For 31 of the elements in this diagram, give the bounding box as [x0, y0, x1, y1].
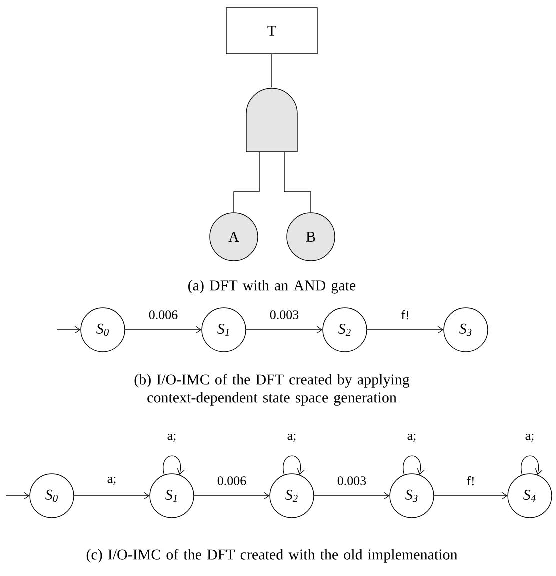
- self-loop-arrow: [521, 456, 543, 476]
- edge-label: a;: [406, 432, 418, 444]
- edge-label: a;: [286, 432, 298, 444]
- edge-label: f!: [400, 309, 411, 321]
- connector-line: [284, 152, 312, 213]
- self-loop-arrow: [283, 456, 305, 476]
- arrow: [314, 492, 390, 500]
- edge-label: 0.003: [336, 476, 368, 486]
- caption: (b) I/O-IMC of the DFT created by applying context-dependent state space generation: [134, 374, 410, 406]
- top-event-box: T: [226, 8, 318, 54]
- arrow: [246, 326, 323, 334]
- start-arrow: [6, 492, 30, 500]
- edge-label: 0.006: [148, 310, 180, 320]
- and-gate: [246, 88, 298, 152]
- edge-label: f!: [466, 475, 476, 487]
- caption: (c) I/O-IMC of the DFT created with the old implemenation: [86, 549, 458, 563]
- arrow: [194, 492, 270, 500]
- self-loop-arrow: [403, 456, 425, 476]
- edge-label: a;: [166, 432, 178, 444]
- edge-label: a;: [524, 432, 536, 444]
- start-arrow: [56, 326, 81, 334]
- caption: (a) DFT with an AND gate: [188, 280, 356, 294]
- arrow: [125, 326, 202, 334]
- arrow: [74, 492, 150, 500]
- arrow: [367, 326, 444, 334]
- self-loop-arrow: [163, 456, 185, 476]
- connector-line: [234, 152, 260, 213]
- edge-label: 0.003: [268, 310, 300, 320]
- edge-label: 0.006: [216, 476, 248, 486]
- edge-label: a;: [106, 476, 118, 486]
- arrow: [434, 492, 508, 500]
